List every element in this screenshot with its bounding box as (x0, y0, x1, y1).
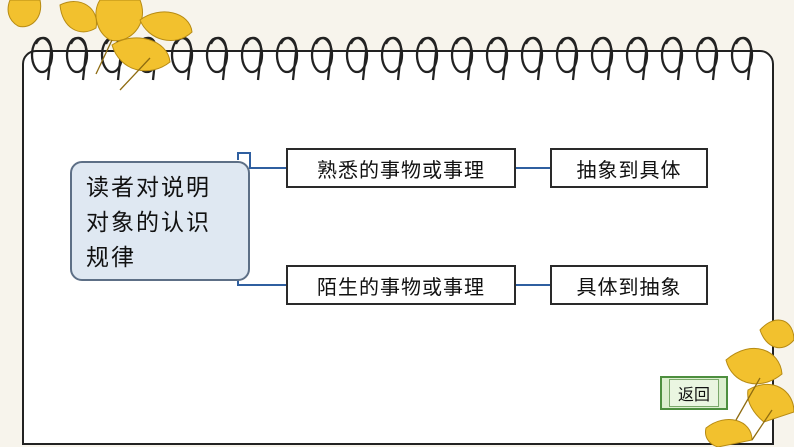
result-node-abstract-to-concrete: 抽象到具体 (550, 148, 708, 188)
spiral-ring-hook (34, 36, 53, 81)
spiral-ring-hook (489, 36, 508, 81)
branch-label: 熟悉的事物或事理 (317, 157, 485, 182)
spiral-ring-hook (699, 36, 718, 81)
spiral-ring-hook (279, 36, 298, 81)
spiral-ring-hook (594, 36, 613, 81)
spiral-ring-hook (69, 36, 88, 81)
spiral-ring-hook (629, 36, 648, 81)
result-label: 具体到抽象 (576, 274, 682, 299)
branch-label: 陌生的事物或事理 (317, 274, 485, 299)
spiral-ring-hook (384, 36, 403, 81)
root-line-3: 规律 (86, 245, 136, 271)
spiral-ring-hook (454, 36, 473, 81)
spiral-ring-hook (419, 36, 438, 81)
back-button[interactable]: 返回 (660, 376, 728, 410)
connector-to-branch-1 (237, 152, 286, 169)
spiral-ring-hook (524, 36, 543, 81)
spiral-ring-hook (734, 36, 753, 81)
spiral-ring-hook (664, 36, 683, 81)
back-button-label: 返回 (668, 379, 719, 407)
spiral-ring-hook (244, 36, 263, 81)
spiral-ring-hook (349, 36, 368, 81)
connector-to-branch-2 (237, 280, 286, 286)
spiral-ring-hook (559, 36, 578, 81)
root-line-2: 对象的认识 (86, 210, 211, 236)
result-node-concrete-to-abstract: 具体到抽象 (550, 265, 708, 305)
spiral-ring-hook (209, 36, 228, 81)
root-line-1: 读者对说明 (86, 175, 211, 201)
spiral-ring-hook (314, 36, 333, 81)
branch-node-familiar: 熟悉的事物或事理 (286, 148, 516, 188)
root-node: 读者对说明 对象的认识 规律 (70, 161, 250, 281)
branch-node-unfamiliar: 陌生的事物或事理 (286, 265, 516, 305)
result-label: 抽象到具体 (576, 157, 682, 182)
